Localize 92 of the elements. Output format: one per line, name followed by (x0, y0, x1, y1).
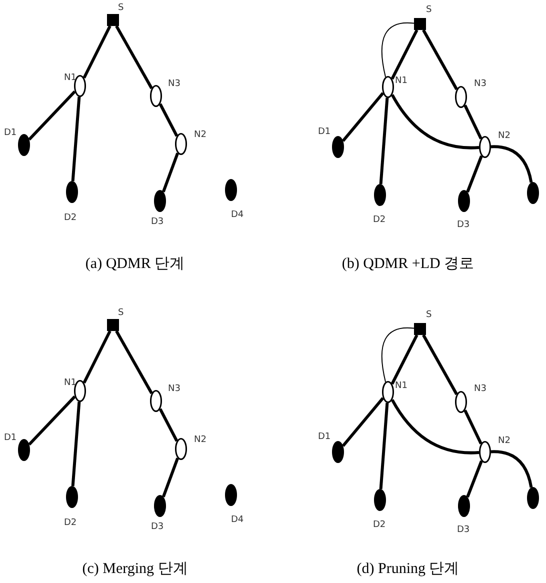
node-label: D3 (457, 220, 470, 230)
connector-line (162, 458, 180, 498)
node-label: N2 (498, 436, 510, 446)
connector-line (390, 399, 480, 454)
ellipse-node (332, 441, 344, 463)
ellipse-node (154, 190, 166, 212)
ellipse-node (527, 182, 539, 204)
ellipse-node (458, 495, 470, 517)
node-label: D3 (151, 217, 164, 227)
connector-line (82, 330, 112, 384)
panel-caption: (b) QDMR +LD 경로 (342, 255, 474, 273)
connector-line (464, 410, 482, 444)
connector-line (342, 92, 384, 142)
ellipse-node (527, 487, 539, 509)
ellipse-node (382, 381, 394, 403)
node-label: N1 (395, 76, 408, 86)
node-label: N3 (168, 384, 180, 394)
node-label: N2 (194, 435, 206, 445)
ellipse-node (150, 85, 162, 107)
panel-caption: (d) Pruning 단계 (356, 560, 460, 578)
node-label: D3 (151, 522, 164, 532)
node-label: N3 (474, 384, 486, 394)
ellipse-node (74, 380, 86, 402)
connector-line (491, 145, 533, 183)
panel-caption: (a) QDMR 단계 (85, 255, 185, 273)
ellipse-node (374, 184, 386, 206)
node-label: D2 (373, 520, 386, 530)
connector-line (464, 104, 482, 140)
node-label: D2 (64, 518, 77, 528)
connector-line (466, 155, 483, 193)
node-label: D4 (231, 515, 244, 525)
node-label: N2 (498, 131, 510, 141)
connector-line (158, 103, 178, 137)
connector-line (162, 152, 180, 192)
connector-line (381, 22, 414, 78)
ellipse-node (332, 136, 344, 158)
ellipse-node (66, 486, 78, 508)
node-label: N1 (64, 73, 76, 83)
connector-line (28, 395, 76, 446)
connector-line (422, 29, 458, 90)
ellipse-node (175, 133, 187, 155)
connector-line (491, 450, 533, 488)
ellipse-node (175, 438, 187, 460)
connector-line (466, 460, 483, 498)
ellipse-node (18, 134, 30, 156)
connector-line (390, 29, 418, 80)
ellipse-node (154, 495, 166, 517)
connector-line (28, 90, 76, 141)
ellipse-node (458, 190, 470, 212)
ellipse-node (382, 76, 394, 98)
ellipse-node (225, 179, 237, 201)
ellipse-node (455, 86, 467, 108)
node-label: D2 (64, 213, 77, 223)
ellipse-node (479, 441, 491, 463)
connector-line (379, 98, 389, 184)
ellipse-node (18, 439, 30, 461)
ellipse-node (479, 136, 491, 158)
connector-line (390, 94, 480, 150)
connector-line (390, 334, 418, 385)
node-label: D1 (4, 433, 17, 443)
connector-line (342, 397, 384, 447)
node-label: D2 (373, 215, 386, 225)
connector-line (71, 96, 81, 182)
ellipse-node (66, 181, 78, 203)
node-label: S (426, 5, 432, 15)
node-label: D1 (4, 128, 17, 138)
connector-line (381, 327, 414, 382)
node-label: D4 (231, 210, 244, 220)
panel-caption: (c) Merging 단계 (82, 560, 188, 578)
connector-line (115, 330, 153, 394)
connector-line (82, 25, 112, 79)
node-label: D1 (318, 432, 331, 442)
node-label: N2 (194, 130, 206, 140)
node-label: N1 (64, 378, 76, 388)
connector-line (422, 334, 458, 396)
node-label: S (118, 3, 124, 13)
node-label: S (118, 308, 124, 318)
node-label: N1 (395, 381, 408, 391)
connector-line (379, 402, 389, 490)
ellipse-node (455, 391, 467, 413)
connector-line (71, 402, 81, 486)
ellipse-node (225, 484, 237, 506)
node-label: N3 (474, 79, 486, 89)
connector-line (115, 25, 153, 90)
node-label: S (426, 310, 432, 320)
node-label: D1 (318, 127, 331, 137)
ellipse-node (150, 390, 162, 412)
ellipse-node (74, 75, 86, 97)
node-label: D3 (457, 525, 470, 535)
node-label: N3 (168, 79, 180, 89)
connector-line (158, 408, 178, 442)
ellipse-node (374, 489, 386, 511)
